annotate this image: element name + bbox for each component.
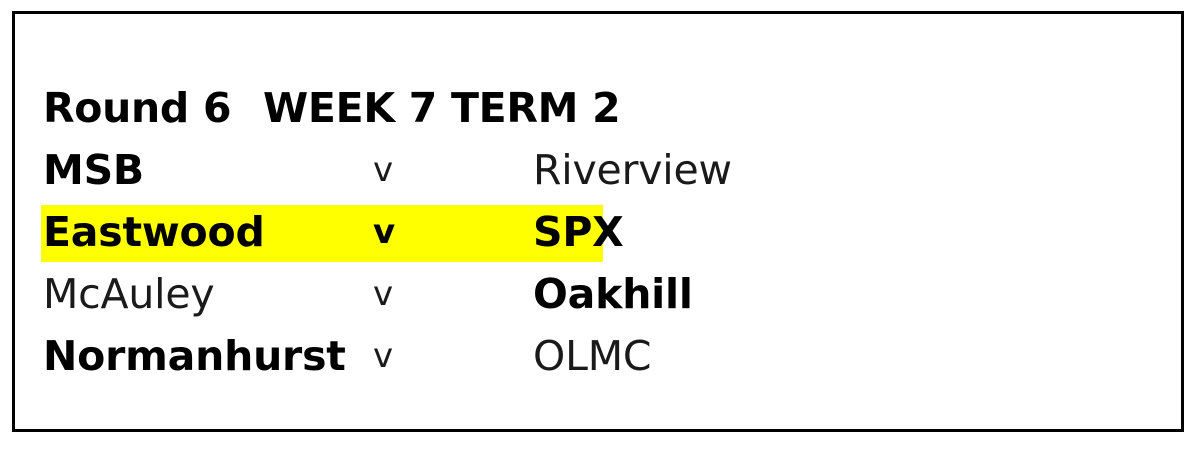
away-team: SPX (533, 208, 624, 256)
home-team: Normanhurst (43, 332, 346, 380)
away-team: Riverview (533, 146, 732, 194)
home-team: Eastwood (43, 208, 265, 256)
versus-separator: v (373, 274, 393, 314)
highlight-band (41, 205, 603, 262)
round-label: Round 6 (43, 84, 232, 132)
fixture-row: McAuley v Oakhill (41, 263, 1161, 325)
week-term-label: WEEK 7 TERM 2 (263, 84, 621, 132)
home-team: McAuley (43, 270, 215, 318)
fixture-row-highlighted: Eastwood v SPX (41, 201, 1161, 263)
fixture-header-row: Round 6 WEEK 7 TERM 2 (41, 77, 1161, 139)
fixture-row: MSB v Riverview (41, 139, 1161, 201)
fixture-frame: Round 6 WEEK 7 TERM 2 MSB v Riverview Ea… (12, 11, 1184, 432)
versus-separator: v (373, 336, 393, 376)
home-team: MSB (43, 146, 144, 194)
versus-separator: v (373, 212, 395, 252)
versus-separator: v (373, 150, 393, 190)
fixture-table: Round 6 WEEK 7 TERM 2 MSB v Riverview Ea… (41, 77, 1161, 387)
fixture-row: Normanhurst v OLMC (41, 325, 1161, 387)
away-team: Oakhill (533, 270, 693, 318)
away-team: OLMC (533, 332, 652, 380)
